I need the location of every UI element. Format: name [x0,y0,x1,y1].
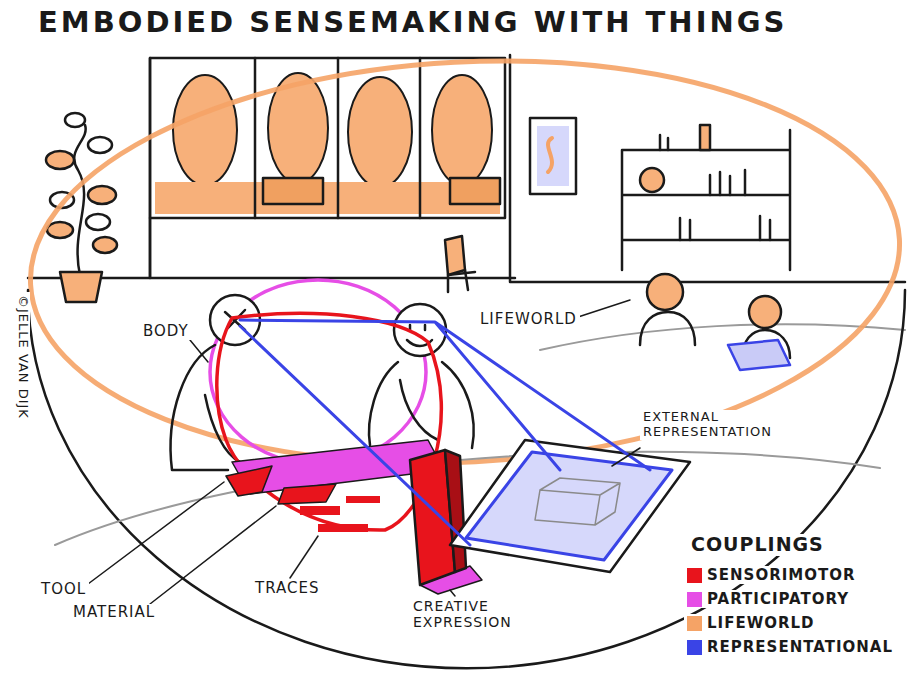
part-label: CREATIVE EXPRESSION [410,598,566,630]
part-label: MATERIAL [70,604,158,621]
legend-text: LIFEWORLD [707,614,815,632]
legend-text: PARTICIPATORY [707,590,849,608]
title: EMBODIED SENSEMAKING WITH THINGS [38,6,787,39]
legend-row: PARTICIPATORY [684,590,852,608]
legend-row: LIFEWORLD [684,614,818,632]
part-label: BODY [140,323,192,340]
legend-swatch [687,616,702,631]
legend-row: REPRESENTATIONAL [684,638,896,656]
legend-swatch [687,592,702,607]
part-label: LIFEWORLD [477,311,580,328]
legend-text: REPRESENTATIONAL [707,638,893,656]
part-label: EXTERNAL REPRESENTATION [640,410,796,440]
legend-row: SENSORIMOTOR [684,566,859,584]
legend-swatch [687,640,702,655]
watermark: ©JELLE VAN DIJK [15,292,30,422]
legend-text: SENSORIMOTOR [707,566,856,584]
part-label: TRACES [252,580,322,597]
part-label: TOOL [38,581,89,598]
legend-heading: COUPLINGS [688,534,827,556]
legend-swatch [687,568,702,583]
